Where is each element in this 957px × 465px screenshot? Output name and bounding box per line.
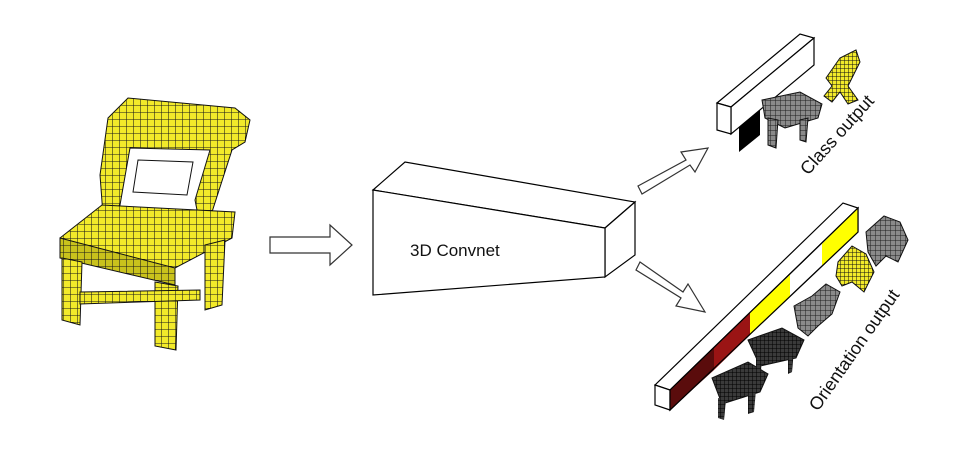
orientation-candidate-4 — [835, 245, 875, 293]
class-bar-active-cell — [739, 110, 760, 152]
orientation-candidate-1 — [711, 361, 769, 420]
class-candidate-chair — [823, 49, 861, 105]
orientation-cell-4 — [822, 208, 858, 266]
input-voxel-chair — [59, 97, 251, 351]
class-output-bar — [715, 33, 816, 152]
class-candidate-table — [761, 91, 823, 149]
orientation-candidate-5 — [865, 215, 909, 267]
convnet-block: 3D Convnet — [371, 161, 637, 296]
orientation-output-bar — [653, 202, 860, 412]
orientation-candidate-2 — [747, 327, 805, 380]
convnet-label: 3D Convnet — [410, 241, 500, 260]
input-arrow — [269, 223, 353, 267]
orientation-cell-1 — [670, 348, 714, 410]
orientation-output-arrow — [635, 261, 707, 313]
orientation-candidate-3 — [793, 283, 841, 337]
orientation-cell-3 — [750, 275, 790, 335]
class-output-arrow — [637, 147, 710, 195]
orientation-cell-2 — [714, 313, 750, 370]
